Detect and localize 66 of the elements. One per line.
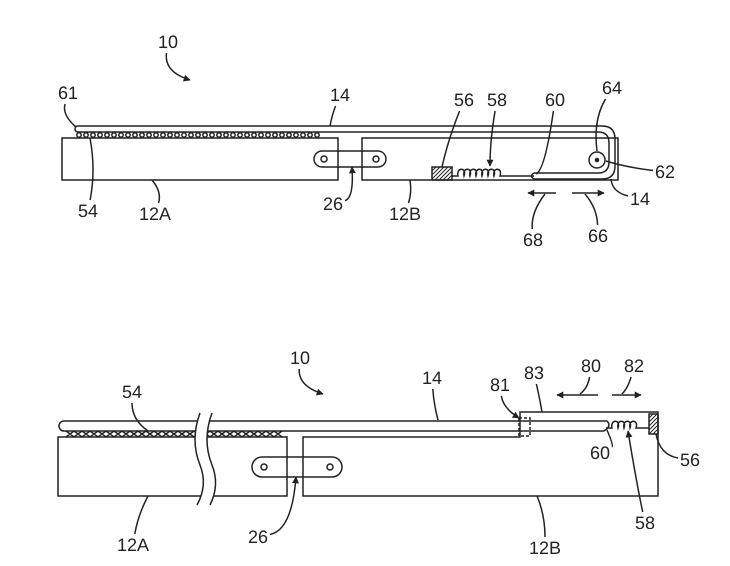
leader-arrow bbox=[500, 396, 520, 419]
leader-arrow bbox=[344, 166, 356, 202]
coil-spring bbox=[608, 419, 649, 431]
callout-number: 61 bbox=[58, 84, 78, 102]
leader-line bbox=[606, 430, 614, 448]
callout-number: 66 bbox=[588, 227, 608, 245]
leader-line bbox=[329, 106, 336, 126]
callout-number: 14 bbox=[422, 369, 442, 387]
callout-number: 80 bbox=[580, 357, 602, 375]
callout-number: 64 bbox=[602, 79, 622, 97]
callout-number: 81 bbox=[490, 376, 510, 394]
leader-line bbox=[134, 496, 149, 534]
callout-number: 26 bbox=[322, 195, 344, 213]
leader-line bbox=[536, 384, 543, 412]
leader-arrow bbox=[270, 476, 299, 536]
leader-line bbox=[408, 180, 412, 204]
hatched-block bbox=[432, 167, 452, 180]
callout-number: 62 bbox=[654, 163, 676, 181]
housing bbox=[303, 412, 658, 496]
leader-line bbox=[580, 376, 590, 395]
hinge bbox=[252, 457, 342, 477]
callout-number: 58 bbox=[634, 514, 656, 532]
leader-line bbox=[89, 138, 94, 200]
leader-arrow bbox=[166, 52, 191, 82]
callout-number: 12A bbox=[116, 536, 150, 554]
leader-arrow bbox=[298, 369, 324, 396]
callout-number: 26 bbox=[248, 528, 268, 546]
dashed-seal bbox=[519, 418, 530, 436]
leader-line bbox=[606, 160, 654, 172]
callout-number: 12B bbox=[528, 539, 562, 557]
leader-line bbox=[655, 434, 678, 459]
leader-line bbox=[584, 194, 598, 226]
leader-line bbox=[151, 180, 160, 204]
callout-number: 60 bbox=[590, 444, 610, 462]
callout-number: 56 bbox=[680, 451, 700, 469]
callout-number: 60 bbox=[544, 91, 566, 109]
callout-number: 12A bbox=[138, 205, 172, 223]
leader-line bbox=[621, 376, 632, 395]
coil-spring bbox=[452, 166, 534, 179]
leader-line bbox=[64, 104, 76, 128]
leader-line bbox=[595, 98, 606, 152]
leader-line bbox=[531, 194, 546, 230]
callout-number: 10 bbox=[290, 349, 310, 367]
callout-number: 12B bbox=[388, 205, 422, 223]
callout-number: 14 bbox=[630, 190, 650, 208]
leader-line bbox=[432, 388, 439, 420]
callout-number: 58 bbox=[486, 91, 508, 109]
leader-arrow bbox=[486, 110, 496, 167]
hatched-block bbox=[649, 414, 658, 434]
callout-number: 54 bbox=[78, 202, 98, 220]
leader-line bbox=[536, 110, 554, 175]
adhesive-layer bbox=[66, 431, 282, 437]
leader-line bbox=[131, 402, 148, 432]
leader-line bbox=[536, 496, 546, 538]
callout-number: 83 bbox=[524, 364, 544, 382]
leader-arrow bbox=[626, 430, 644, 512]
callout-number: 56 bbox=[454, 91, 474, 109]
flexible-display bbox=[74, 124, 617, 181]
callout-number: 14 bbox=[330, 86, 350, 104]
housing bbox=[58, 437, 287, 496]
leader-line bbox=[610, 178, 628, 197]
callout-number: 10 bbox=[158, 33, 178, 51]
callout-number: 82 bbox=[624, 357, 644, 375]
roller bbox=[588, 151, 606, 169]
callout-number: 54 bbox=[122, 383, 142, 401]
callout-number: 68 bbox=[522, 231, 544, 249]
